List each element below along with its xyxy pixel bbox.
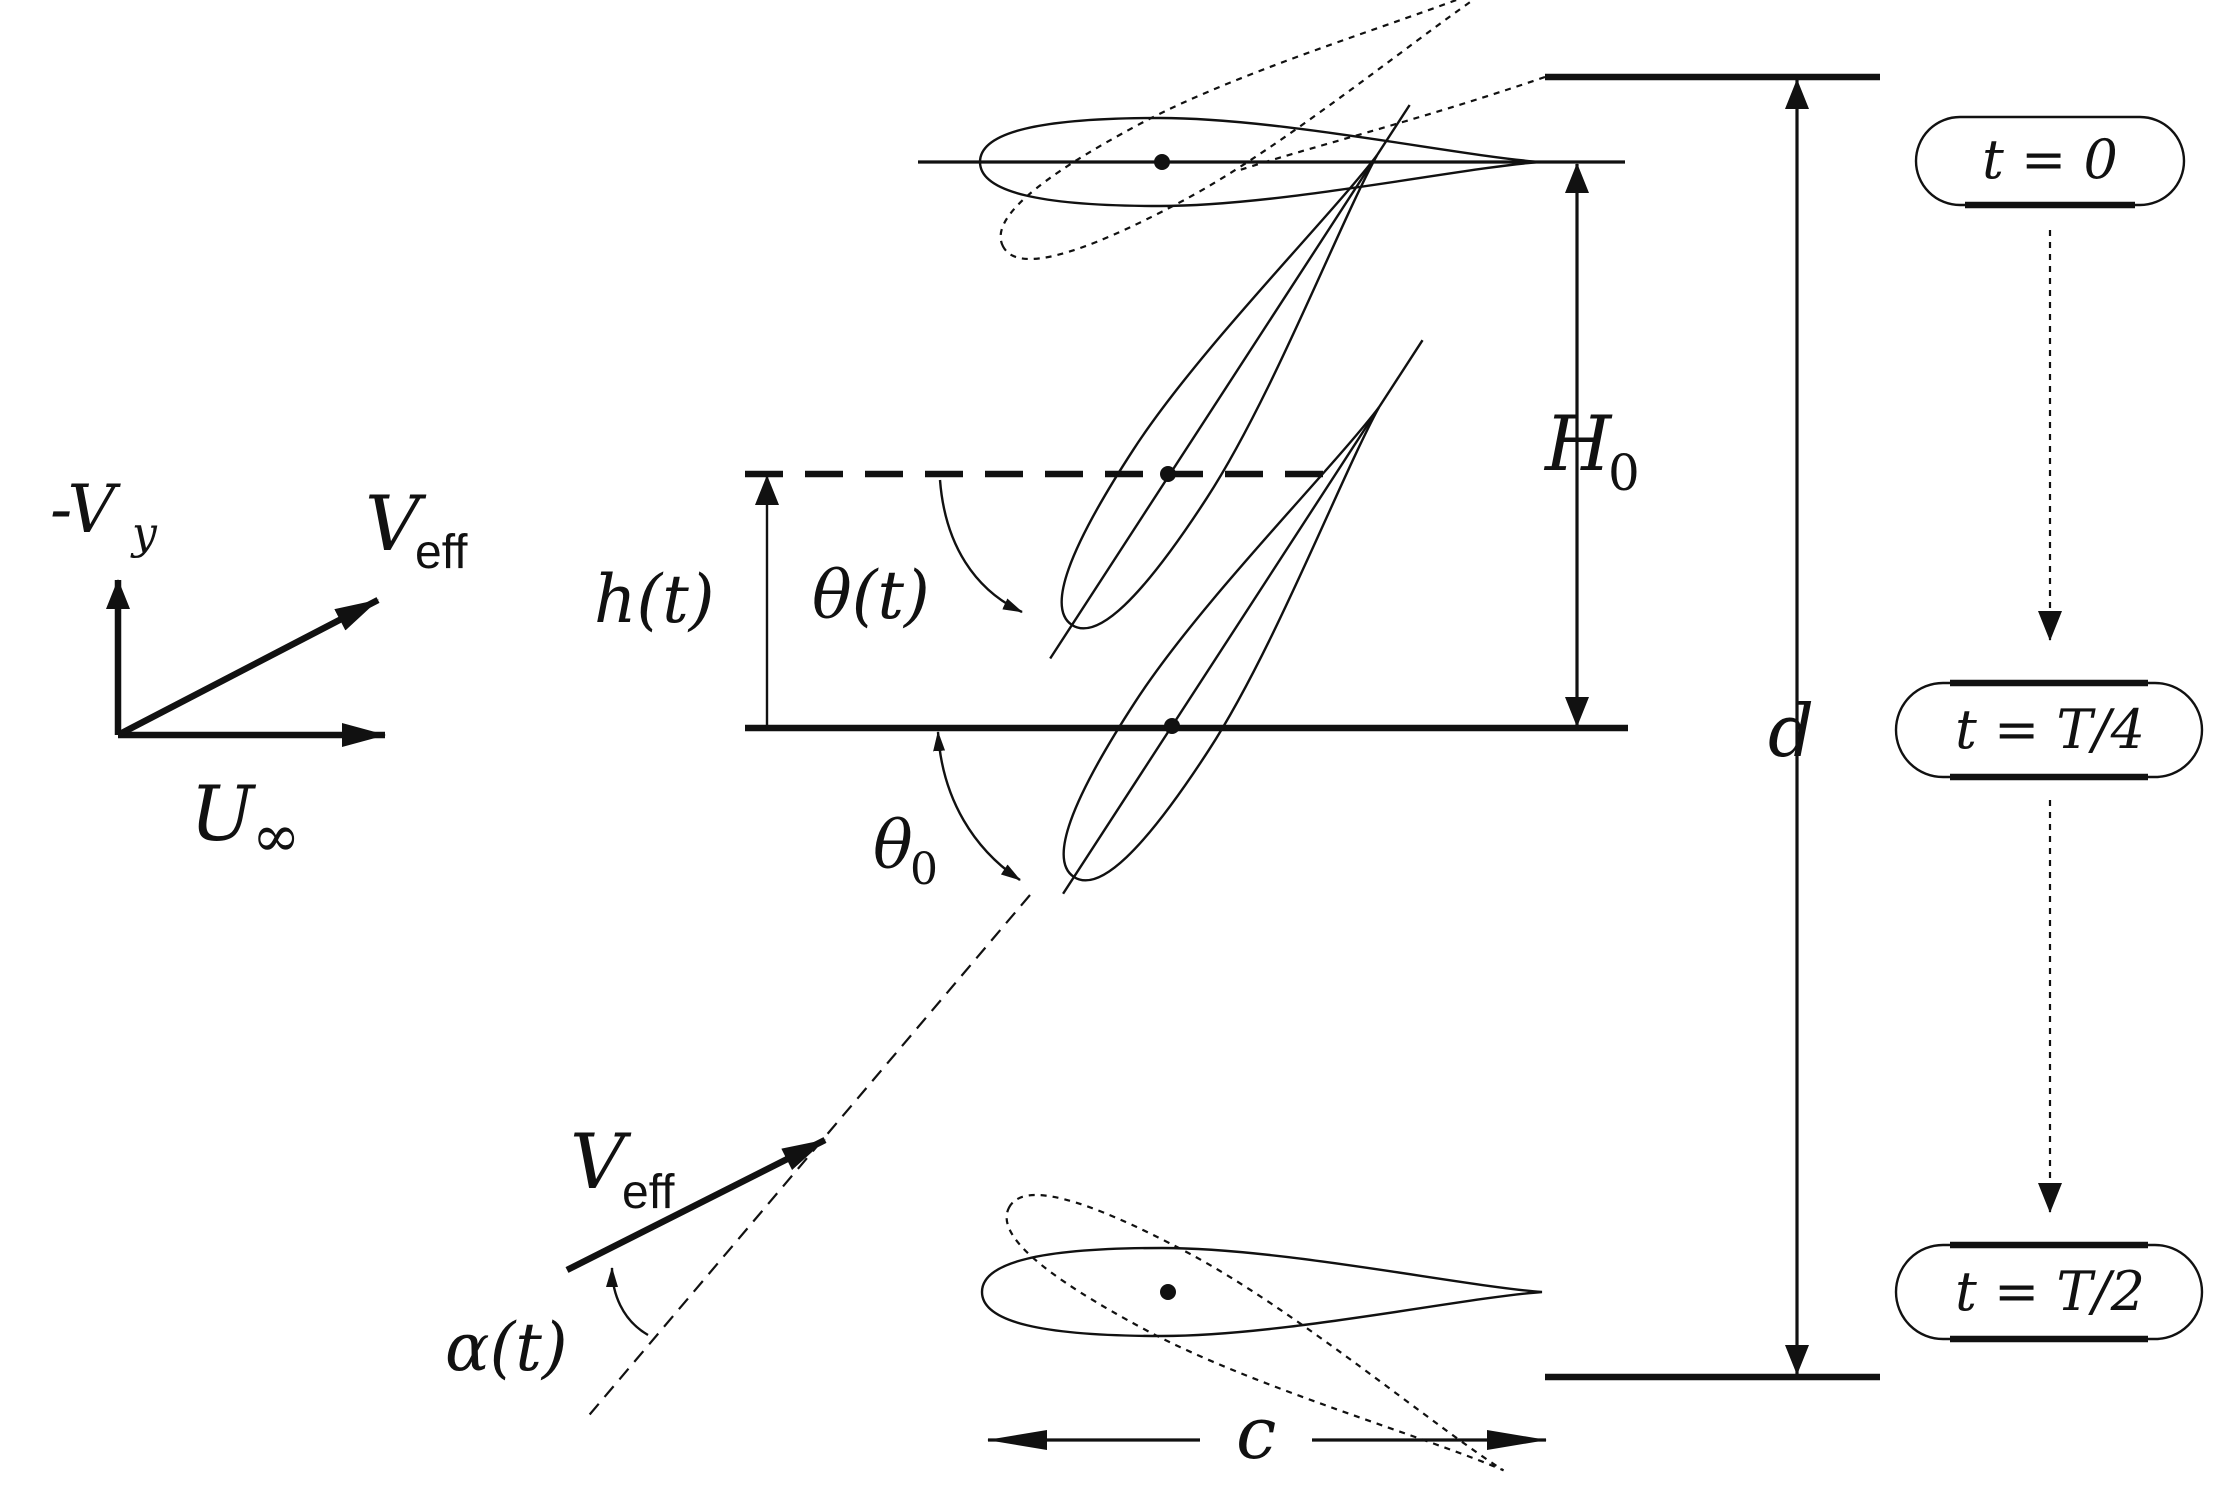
- trajectory-dashed-line: [584, 894, 1031, 1421]
- veff-bottom-label: V: [570, 1117, 632, 1206]
- time-state-label-2: t = T/2: [1955, 1260, 2145, 1323]
- dimension-arrows: [755, 79, 1809, 1450]
- time-state-1: t = T/4: [1894, 679, 2204, 781]
- H0-label: H: [1543, 399, 1613, 488]
- time-state-2: t = T/2: [1894, 1241, 2204, 1343]
- u-inf-label: U: [190, 769, 257, 858]
- c-label: c: [1236, 1391, 1276, 1475]
- airfoil-mid-lower: [1035, 339, 1424, 903]
- time-states: t = 0 t = T/4 t = T/2: [1894, 115, 2204, 1343]
- theta0-label: θ: [873, 807, 913, 884]
- angles: [565, 479, 1031, 1421]
- top-ghost-upper-edge: [1239, 75, 1546, 172]
- velocity-triangle: -V y V eff U ∞: [50, 471, 468, 870]
- reference-lines: [745, 73, 1880, 1381]
- pivot-dot-top: [1154, 154, 1170, 170]
- alpha-arc: [606, 1267, 649, 1337]
- airfoil-top-ghost: [981, 0, 1520, 287]
- time-state-label-0: t = 0: [1982, 128, 2118, 191]
- time-state-0: t = 0: [1914, 115, 2186, 209]
- u-inf-symbol: ∞: [252, 802, 300, 870]
- veff-top-subscript: eff: [415, 526, 468, 579]
- h-t-label: h(t): [594, 561, 715, 638]
- pivot-dot-mid-upper: [1160, 466, 1176, 482]
- d-label: d: [1768, 689, 1814, 773]
- H0-subscript: 0: [1608, 444, 1640, 502]
- veff-bottom-arrow: [565, 1137, 827, 1273]
- pivot-dot-mid: [1164, 718, 1180, 734]
- diagram-labels: h(t) θ(t) θ 0 H 0 d c V eff α(t): [445, 399, 1814, 1475]
- pivot-dot-bottom: [1160, 1284, 1176, 1300]
- theta0-arc: [933, 731, 1021, 881]
- theta-t-arc: [938, 479, 1023, 614]
- veff-top-arrow: [116, 597, 380, 738]
- theta0-subscript: 0: [910, 844, 938, 895]
- neg-vy-label-text: -V: [50, 471, 121, 548]
- airfoil-mid-upper: [1033, 104, 1416, 660]
- airfoils: [978, 0, 1544, 1502]
- neg-vy-subscript: y: [130, 508, 158, 559]
- theta-t-label: θ(t): [812, 557, 930, 634]
- airfoil-bottom: [980, 1246, 1544, 1338]
- veff-top-label: V: [365, 479, 427, 568]
- alpha-t-label: α(t): [445, 1309, 568, 1386]
- veff-bottom-subscript: eff: [622, 1166, 675, 1219]
- time-state-label-1: t = T/4: [1955, 698, 2145, 761]
